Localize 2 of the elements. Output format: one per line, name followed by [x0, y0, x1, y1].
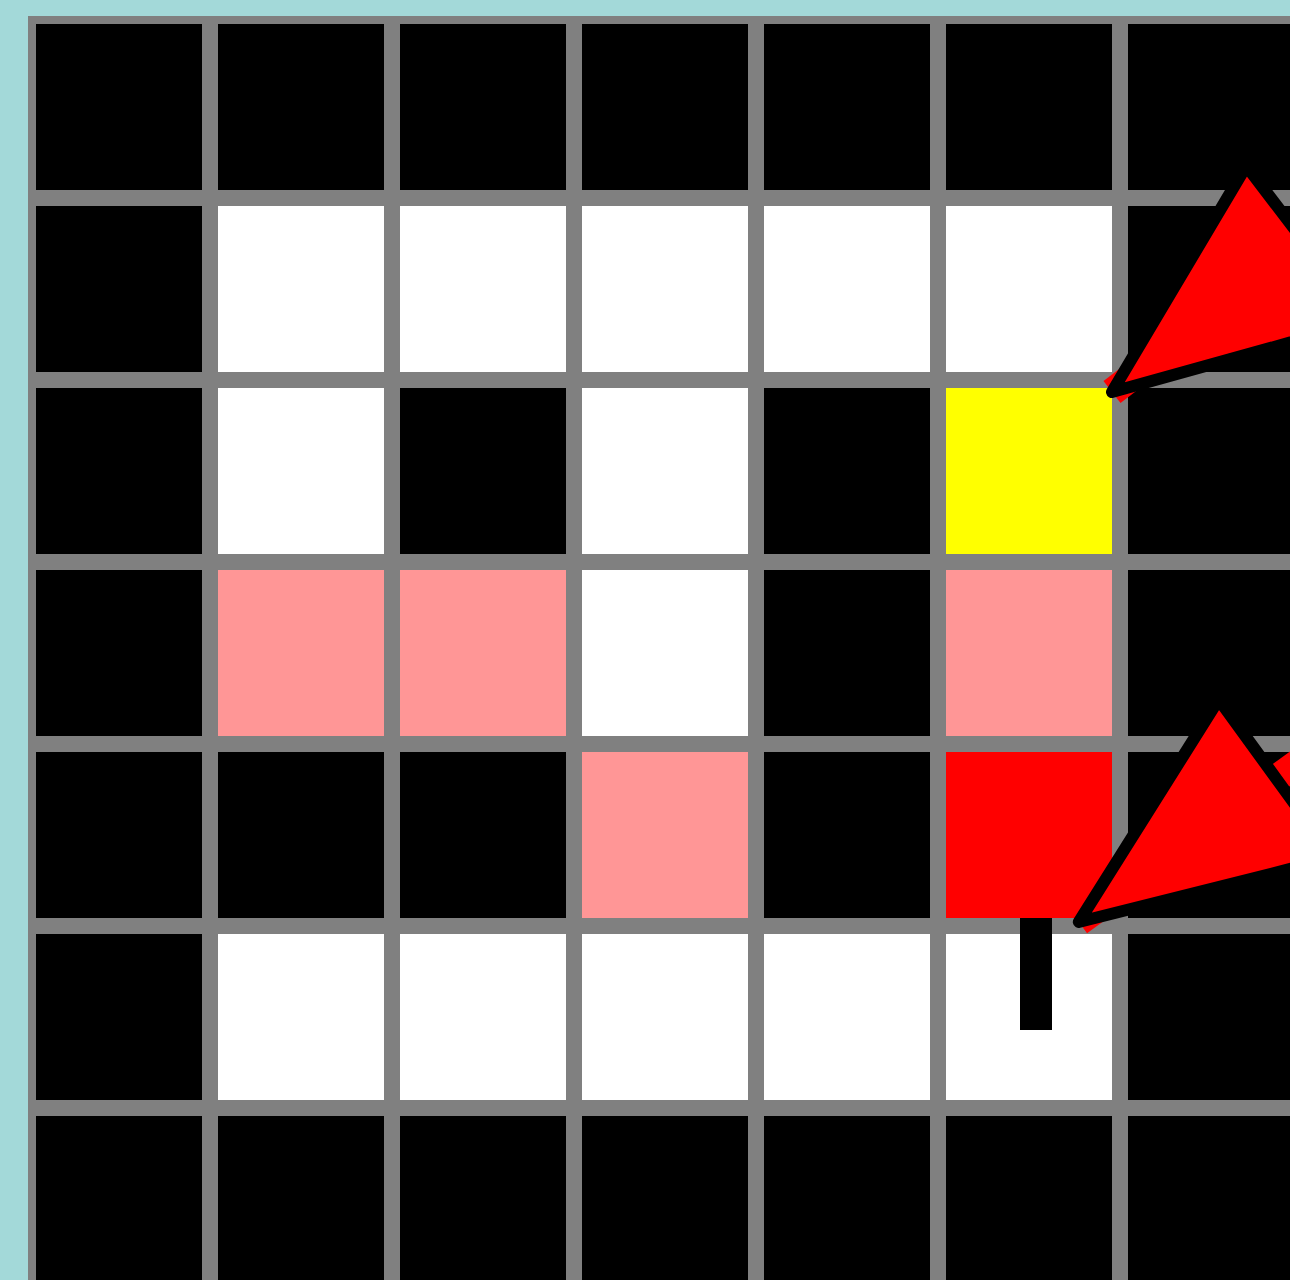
- highlighted-cell: [946, 752, 1112, 918]
- highlighted-cell: [946, 388, 1112, 554]
